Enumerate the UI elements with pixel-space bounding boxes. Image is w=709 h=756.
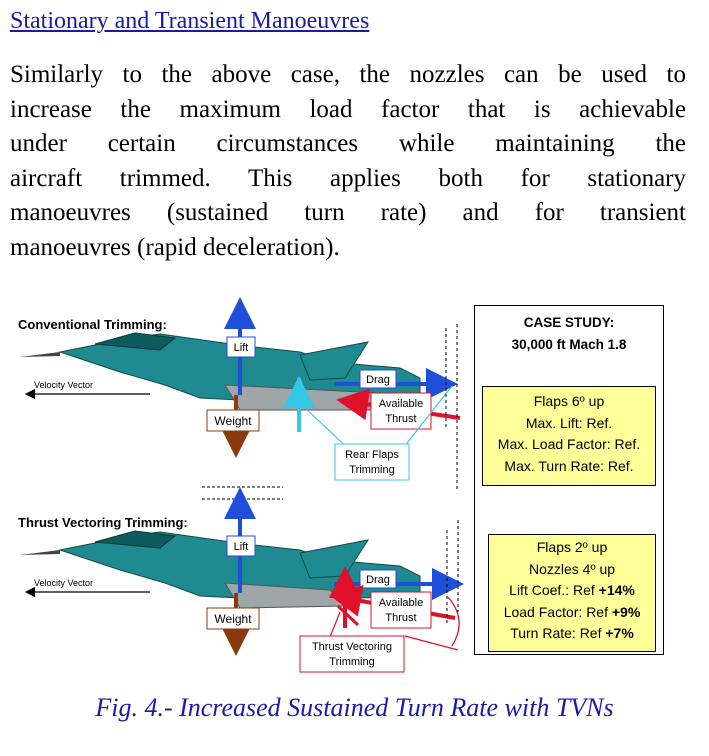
weight-label: Weight <box>214 612 252 626</box>
figure-diagram: Conventional Trimming: Velocity Vector L… <box>18 297 464 673</box>
thrust-vector-arc <box>447 596 460 647</box>
velocity-vector-label: Velocity Vector <box>34 380 93 390</box>
lift-label: Lift <box>234 342 249 354</box>
case-study-title: CASE STUDY: 30,000 ft Mach 1.8 <box>475 312 663 356</box>
paragraph-line: increase the maximum load factor that is… <box>10 95 686 123</box>
lift-label-box <box>226 535 256 557</box>
result-line: Flaps 6º up <box>533 393 605 409</box>
trim-label-box <box>299 635 405 673</box>
drag-label: Drag <box>366 574 390 586</box>
case-study-title-line: CASE STUDY: <box>523 315 615 330</box>
result-gain: +9% <box>611 603 641 620</box>
weight-label: Weight <box>214 414 252 428</box>
result-gain: +14% <box>598 582 635 598</box>
top-panel: Conventional Trimming: Velocity Vector L… <box>18 297 461 492</box>
paragraph-line: manoeuvres (rapid deceleration). <box>10 233 340 261</box>
trim-label-2: Trimming <box>349 464 394 476</box>
conventional-results-box: Flaps 6º up Max. Lift: Ref. Max. Load Fa… <box>482 386 656 486</box>
trim-leader-2 <box>404 635 459 651</box>
body-paragraph: Similarly to the above case, the nozzles… <box>10 58 686 265</box>
drag-label-box <box>359 369 397 389</box>
trim-label-1: Thrust Vectoring <box>312 641 392 653</box>
section-heading: Stationary and Transient Manoeuvres <box>10 8 370 34</box>
drag-label: Drag <box>366 374 390 386</box>
trim-label-box <box>334 443 410 481</box>
paragraph-line: under certain circumstances while mainta… <box>10 130 686 157</box>
bottom-panel-title: Thrust Vectoring Trimming: <box>18 515 188 530</box>
paragraph-line: aircraft trimmed. This applies both for … <box>10 164 686 192</box>
lift-label: Lift <box>234 541 249 553</box>
result-line: Max. Load Factor: Ref. <box>497 436 641 452</box>
result-line: Load Factor: Ref +9% <box>489 602 655 624</box>
trim-leader-1 <box>329 611 341 638</box>
result-text: Turn Rate: Ref <box>510 625 606 641</box>
weight-label-box <box>206 607 260 630</box>
result-line: Flaps 2º up <box>536 539 608 555</box>
paragraph-line: Similarly to the above case, the nozzles… <box>10 61 686 88</box>
lift-label-box <box>226 336 256 358</box>
result-text: Lift Coef.: Ref <box>509 582 599 598</box>
thrust-label-2: Thrust <box>385 413 416 425</box>
trim-label-2: Trimming <box>329 656 374 668</box>
thrust-label-box <box>370 392 432 430</box>
result-line: Lift Coef.: Ref +14% <box>489 580 655 602</box>
result-gain: +7% <box>605 625 634 641</box>
result-line: Max. Lift: Ref. <box>525 414 613 431</box>
bottom-panel: Thrust Vectoring Trimming: Velocity Vect… <box>18 487 464 673</box>
thrust-label-2: Thrust <box>385 612 416 624</box>
figure-caption: Fig. 4.- Increased Sustained Turn Rate w… <box>95 693 614 722</box>
case-study-panel: CASE STUDY: 30,000 ft Mach 1.8 Flaps 6º … <box>474 305 664 655</box>
result-line: Max. Turn Rate: Ref. <box>504 457 634 474</box>
velocity-vector-label: Velocity Vector <box>34 578 93 588</box>
result-line: Turn Rate: Ref +7% <box>489 623 655 645</box>
thrust-label-box <box>370 591 432 629</box>
trim-leader-2 <box>399 385 453 453</box>
thrust-label-1: Available <box>379 398 423 410</box>
top-panel-title: Conventional Trimming: <box>18 317 167 332</box>
weight-label-box <box>206 409 260 432</box>
trim-label-1: Rear Flaps <box>345 449 399 461</box>
paragraph-line: manoeuvres (sustained turn rate) and for… <box>10 199 686 226</box>
case-study-subtitle: 30,000 ft Mach 1.8 <box>511 337 627 352</box>
thrust-label-1: Available <box>379 597 423 609</box>
tvn-results-box: Flaps 2º up Nozzles 4º up Lift Coef.: Re… <box>488 534 656 652</box>
result-text: Load Factor: Ref <box>503 603 612 620</box>
result-line: Nozzles 4º up <box>528 560 616 577</box>
thrust-vector-arrow-2 <box>336 604 360 627</box>
